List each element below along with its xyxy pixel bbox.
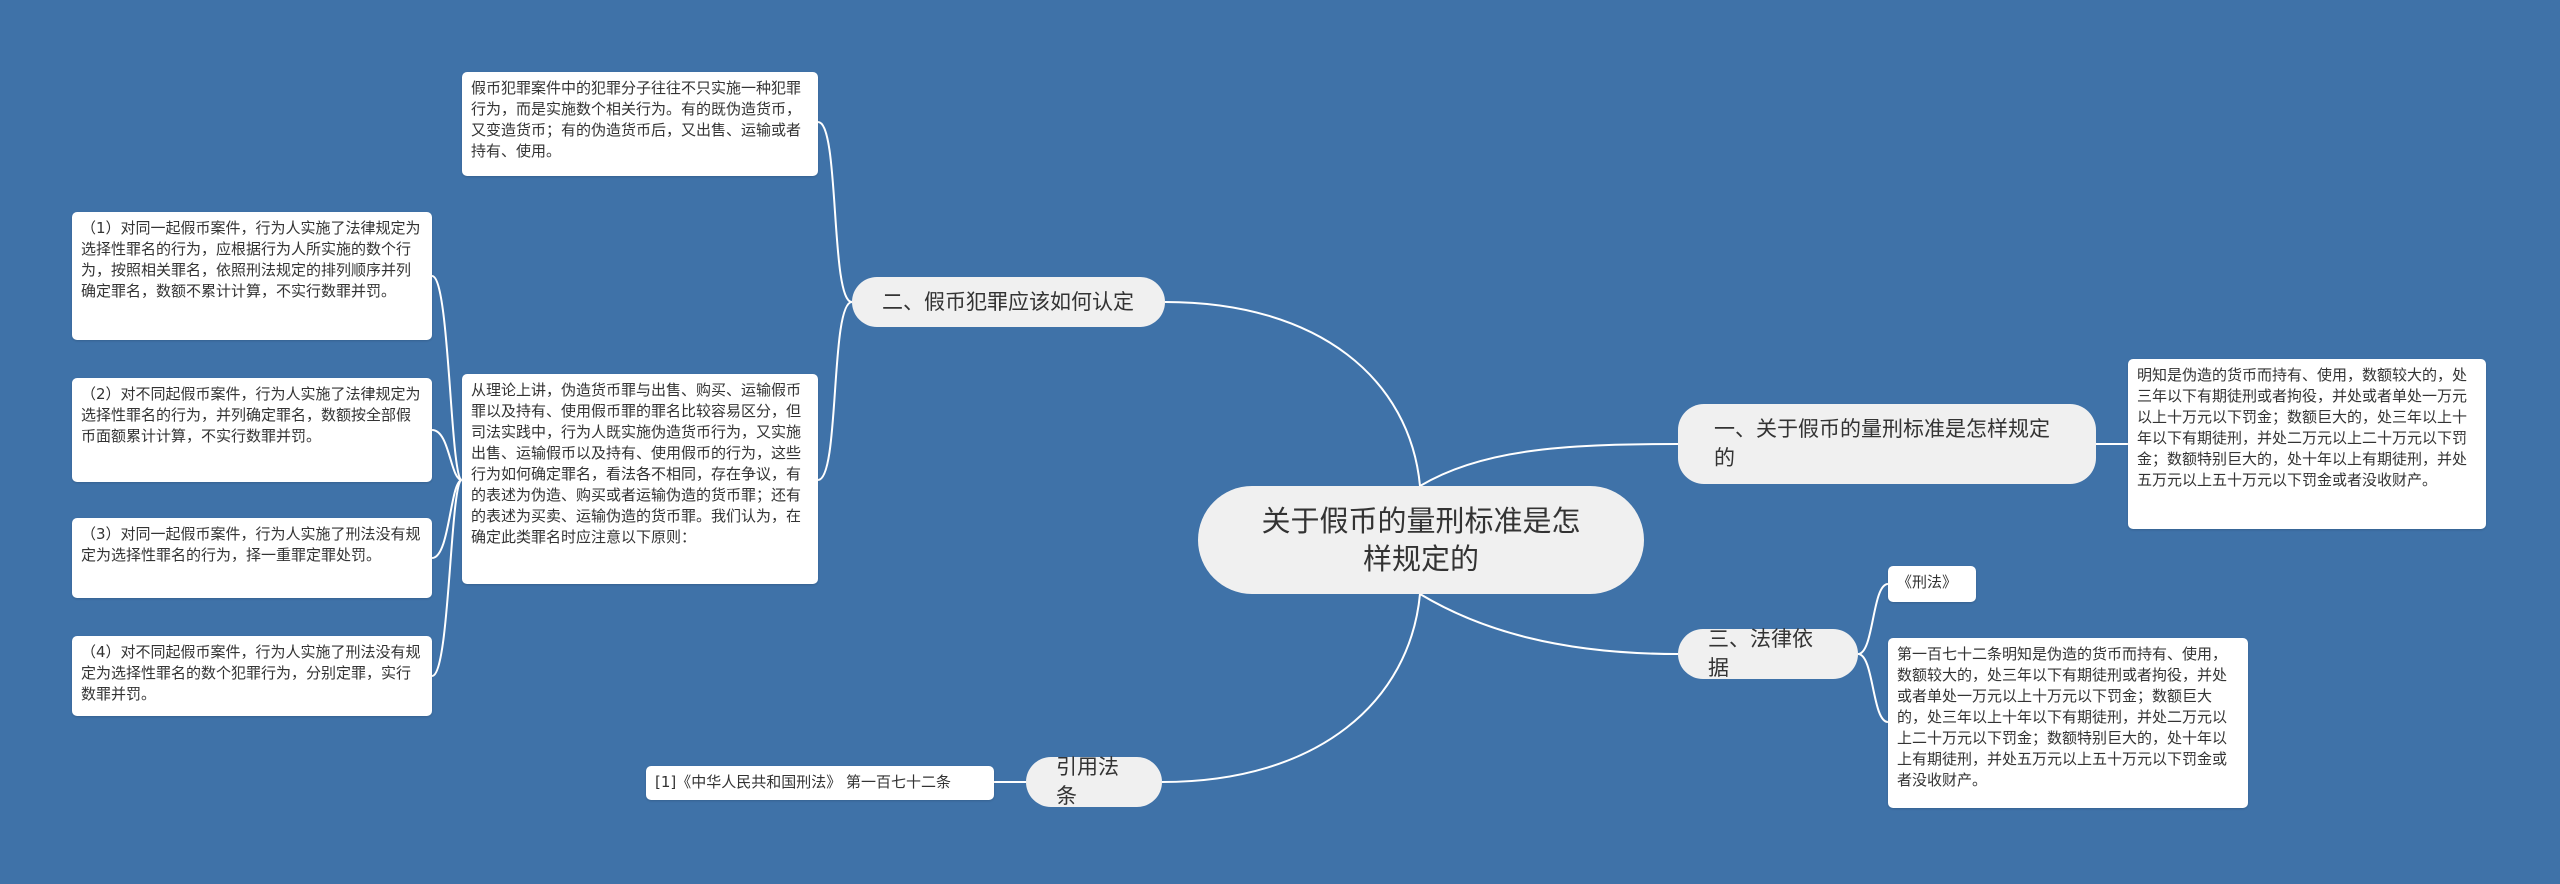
connector-p2 [431, 429, 463, 481]
leaf-text: （4）对不同起假币案件，行为人实施了刑法没有规定为选择性罪名的数个犯罪行为，分别… [81, 643, 421, 703]
leaf-article-172-text[interactable]: 第一百七十二条明知是伪造的货币而持有、使用，数额较大的，处三年以下有期徒刑或者拘… [1888, 638, 2248, 808]
connector-root-b4 [1161, 593, 1421, 783]
leaf-text: [1]《中华人民共和国刑法》 第一百七十二条 [655, 773, 952, 791]
leaf-principle-2[interactable]: （2）对不同起假币案件，行为人实施了法律规定为选择性罪名的行为，并列确定罪名，数… [72, 378, 432, 482]
connector-p3 [431, 479, 463, 559]
branch-cited-law-label: 引用法条 [1056, 755, 1119, 808]
connector-b3-leaf1 [1857, 583, 1889, 655]
connector-b3-leaf2 [1857, 653, 1889, 723]
leaf-text: （1）对同一起假币案件，行为人实施了法律规定为选择性罪名的行为，应根据行为人所实… [81, 219, 421, 300]
connector-root-b3 [1419, 593, 1679, 655]
leaf-text: （3）对同一起假币案件，行为人实施了刑法没有规定为选择性罪名的行为，择一重罪定罪… [81, 525, 421, 564]
leaf-principle-1[interactable]: （1）对同一起假币案件，行为人实施了法律规定为选择性罪名的行为，应根据行为人所实… [72, 212, 432, 340]
connector-root-b1 [1419, 443, 1679, 487]
root-topic-label: 关于假币的量刑标准是怎样规定的 [1261, 504, 1581, 576]
leaf-cited-law-reference[interactable]: [1]《中华人民共和国刑法》 第一百七十二条 [646, 766, 994, 800]
branch-counterfeit-identification[interactable]: 二、假币犯罪应该如何认定 [852, 277, 1165, 327]
leaf-multiple-acts-text[interactable]: 假币犯罪案件中的犯罪分子往往不只实施一种犯罪行为，而是实施数个相关行为。有的既伪… [462, 72, 818, 176]
branch-legal-basis-label: 三、法律依据 [1708, 627, 1813, 680]
connector-p1 [431, 275, 463, 481]
root-topic[interactable]: 关于假币的量刑标准是怎样规定的 [1198, 486, 1644, 594]
branch-counterfeit-identification-label: 二、假币犯罪应该如何认定 [882, 289, 1134, 314]
leaf-criminal-law[interactable]: 《刑法》 [1888, 566, 1976, 602]
leaf-principle-4[interactable]: （4）对不同起假币案件，行为人实施了刑法没有规定为选择性罪名的数个犯罪行为，分别… [72, 636, 432, 716]
leaf-text: （2）对不同起假币案件，行为人实施了法律规定为选择性罪名的行为，并列确定罪名，数… [81, 385, 421, 445]
branch-sentencing-standard-label: 一、关于假币的量刑标准是怎样规定的 [1714, 417, 2050, 470]
connector-root-b2 [1164, 301, 1421, 487]
branch-sentencing-standard[interactable]: 一、关于假币的量刑标准是怎样规定的 [1678, 404, 2096, 484]
leaf-principle-3[interactable]: （3）对同一起假币案件，行为人实施了刑法没有规定为选择性罪名的行为，择一重罪定罪… [72, 518, 432, 598]
connector-b2-leaf1 [817, 121, 853, 303]
leaf-sentencing-standard-text[interactable]: 明知是伪造的货币而持有、使用，数额较大的，处三年以下有期徒刑或者拘役，并处或者单… [2128, 359, 2486, 529]
connector-b2-leaf2 [817, 301, 853, 481]
leaf-text: 第一百七十二条明知是伪造的货币而持有、使用，数额较大的，处三年以下有期徒刑或者拘… [1897, 645, 2228, 789]
leaf-text: 《刑法》 [1897, 573, 1958, 591]
leaf-text: 明知是伪造的货币而持有、使用，数额较大的，处三年以下有期徒刑或者拘役，并处或者单… [2137, 366, 2468, 489]
leaf-text: 从理论上讲，伪造货币罪与出售、购买、运输假币罪以及持有、使用假币罪的罪名比较容易… [471, 381, 802, 546]
branch-legal-basis[interactable]: 三、法律依据 [1678, 627, 1858, 680]
branch-cited-law[interactable]: 引用法条 [1026, 755, 1162, 808]
connector-p4 [431, 479, 463, 677]
leaf-text: 假币犯罪案件中的犯罪分子往往不只实施一种犯罪行为，而是实施数个相关行为。有的既伪… [471, 79, 802, 160]
leaf-theory-text[interactable]: 从理论上讲，伪造货币罪与出售、购买、运输假币罪以及持有、使用假币罪的罪名比较容易… [462, 374, 818, 584]
